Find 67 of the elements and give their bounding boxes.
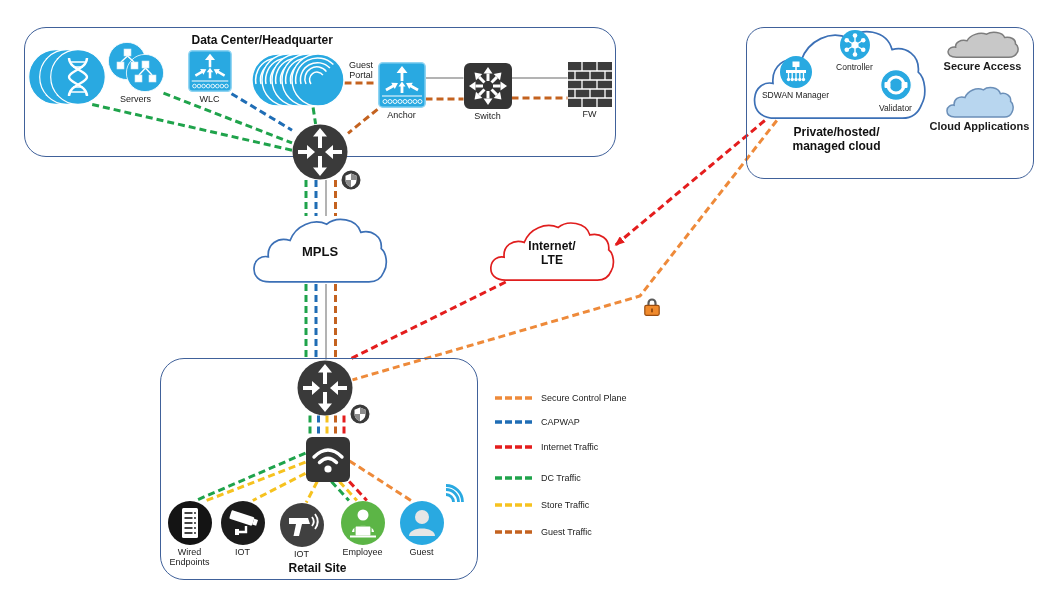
connector [325,283,327,361]
dashed-connector [614,119,766,247]
legend-label: Guest Traffic [541,526,592,538]
dashed-connector [205,460,307,502]
node-label: Employee [342,546,383,558]
node-label: Controller [836,61,873,72]
legend-label: Store Traffic [541,499,590,511]
dashed-connector [342,415,346,437]
dashed-connector [304,284,308,360]
node-label: IOT [294,548,309,560]
dashed-connector [334,284,337,360]
legend-label: Internet Traffic [541,441,599,453]
connector [325,179,327,217]
dashed-connector [334,415,337,437]
node-label: Servers [120,93,151,105]
dashed-connector [195,451,307,502]
node-label: Cloud Applications [929,119,1030,133]
cloud-label: MPLS [301,244,339,260]
node-label: WLC [199,93,220,105]
node-label: Switch [474,110,501,122]
dashed-connector [425,97,464,101]
router-icon [296,359,353,416]
dashed-connector [314,180,318,216]
dashed-connector [347,108,379,135]
dashed-connector [338,480,358,502]
router-icon [292,124,348,180]
dashed-connector [334,180,337,216]
node-label: IOT [235,546,250,558]
legend-label: Secure Control Plane [541,392,627,404]
dashed-connector [317,415,320,437]
node-caption: Private/hosted/ managed cloud [791,124,882,153]
dashed-connector [304,480,319,504]
cloud-label: Internet/ LTE [527,240,577,268]
node-label: Secure Access [943,59,1022,73]
site-group-box [160,358,478,580]
dashed-connector [91,103,293,152]
dashed-connector [252,471,307,502]
dashed-connector [230,92,293,132]
dashed-connector [308,415,312,437]
dashed-connector [314,284,318,360]
node-label: Validator [879,102,912,113]
group-heading: Retail Site [288,560,347,575]
node-label: FW [582,108,597,120]
connector [424,77,465,79]
dna-helix-icon [27,48,106,105]
dashed-connector [348,280,507,361]
edge-label: Guest Portal [346,60,376,80]
dashed-connector [348,459,412,502]
dashed-connector [352,119,778,382]
dashed-connector [348,480,368,502]
dashed-connector [311,107,318,125]
wifi-icon [305,436,350,482]
node-label: Guest [409,546,434,558]
node-label: Wired Endpoints [168,546,211,569]
dashed-connector [304,180,308,216]
legend-label: DC Traffic [541,472,581,484]
group-box [746,27,1034,179]
connector [510,77,569,79]
node-label: Anchor [387,109,416,121]
fingerprint-icon [251,51,345,108]
group-heading: Data Center/Headquarter [191,32,333,47]
dashed-connector [162,91,293,145]
node-label: SDWAN Manager [761,89,830,100]
legend-label: CAPWAP [541,416,580,428]
dashed-connector [325,415,329,437]
site-group-box [24,27,616,157]
dashed-connector [330,480,350,502]
